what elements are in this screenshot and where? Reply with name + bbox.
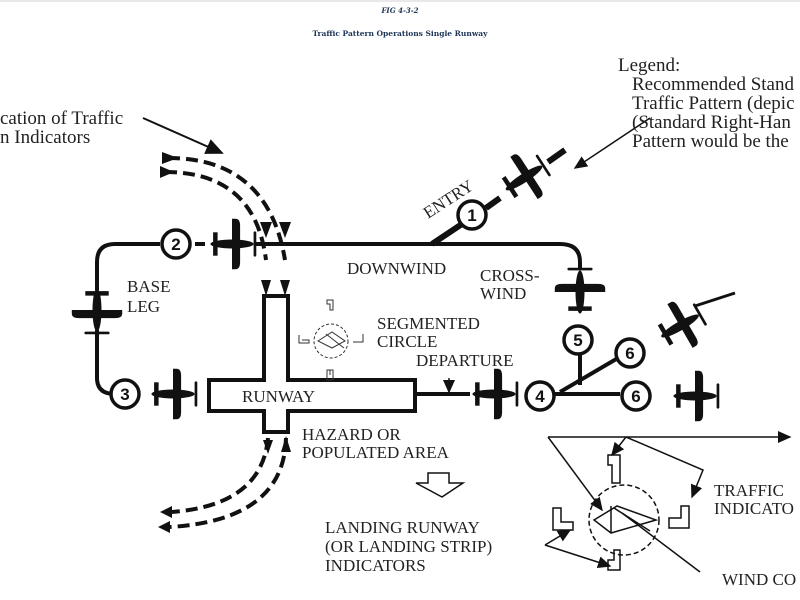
- svg-text:6: 6: [631, 387, 640, 406]
- airplane-icon: [210, 218, 257, 270]
- legend-line: Pattern would be the: [632, 131, 789, 152]
- landing-indicators-label: (OR LANDING STRIP): [325, 537, 492, 556]
- leg-marker-2: 2: [160, 228, 192, 260]
- leg-marker-1: 1: [456, 199, 488, 231]
- leg-marker-6b: 6: [620, 380, 652, 412]
- svg-text:2: 2: [171, 235, 180, 254]
- airplane-icon: [71, 288, 123, 335]
- crosswind-label: CROSS-: [480, 266, 540, 285]
- traffic-indicator-location-label: cation of Traffic: [0, 108, 123, 129]
- figure-number: FIG 4-3-2: [381, 6, 419, 15]
- segmented-circle-small: [298, 299, 364, 381]
- traffic-indicators-label: INDICATO: [714, 499, 794, 518]
- svg-text:5: 5: [573, 331, 582, 350]
- traffic-indicators-label: TRAFFIC: [714, 481, 784, 500]
- segmented-circle-label: CIRCLE: [377, 332, 437, 351]
- dashed-arcs-top: [164, 156, 287, 261]
- runway: [207, 294, 417, 434]
- runway-label: RUNWAY: [242, 387, 315, 406]
- arrow-head: [260, 222, 272, 238]
- callout-arrow: [142, 117, 224, 154]
- wind-cone-label: WIND CO: [722, 570, 796, 589]
- airplane-icon: [673, 370, 720, 422]
- crosswind-label: WIND: [480, 284, 526, 303]
- landing-indicators-label: LANDING RUNWAY: [325, 518, 480, 537]
- pattern-path: [95, 147, 620, 396]
- airplane-icon: [492, 143, 559, 211]
- legend-arrow: [573, 117, 651, 169]
- departure-label: DEPARTURE: [416, 351, 514, 370]
- base-leg-label: BASE: [127, 277, 170, 296]
- segmented-circle-large: [544, 431, 792, 573]
- top-border: [0, 0, 800, 2]
- hazard-arrow: [415, 472, 466, 498]
- leg-marker-5: 5: [562, 324, 594, 356]
- arrow-head: [162, 152, 178, 164]
- hazard-label: POPULATED AREA: [302, 443, 450, 462]
- dashed-arcs-bottom: [169, 437, 288, 529]
- svg-text:1: 1: [467, 206, 476, 225]
- hazard-label: HAZARD OR: [302, 425, 401, 444]
- svg-text:6: 6: [625, 344, 634, 363]
- svg-text:4: 4: [535, 387, 545, 406]
- arrow-head: [160, 166, 174, 178]
- leg-marker-3: 3: [109, 378, 141, 410]
- leg-marker-4: 4: [524, 380, 556, 412]
- legend-line: Traffic Pattern (depic: [632, 93, 795, 114]
- base-leg-label: LEG: [127, 297, 160, 316]
- legend-line: Recommended Stand: [632, 74, 794, 95]
- legend-heading: Legend:: [618, 55, 680, 76]
- segmented-circle-label: SEGMENTED: [377, 314, 480, 333]
- arrow-head: [279, 222, 291, 238]
- airplane-icon: [554, 267, 606, 314]
- legend-line: (Standard Right-Han: [632, 112, 791, 133]
- leg-marker-6a: 6: [614, 337, 646, 369]
- figure-title: Traffic Pattern Operations Single Runway: [312, 29, 488, 38]
- svg-text:3: 3: [120, 385, 129, 404]
- airplane-icon: [472, 368, 519, 420]
- downwind-label: DOWNWIND: [347, 259, 446, 278]
- traffic-indicator-location-label: n Indicators: [0, 127, 90, 148]
- landing-indicators-label: INDICATORS: [325, 556, 426, 575]
- airplane-icon: [151, 368, 198, 420]
